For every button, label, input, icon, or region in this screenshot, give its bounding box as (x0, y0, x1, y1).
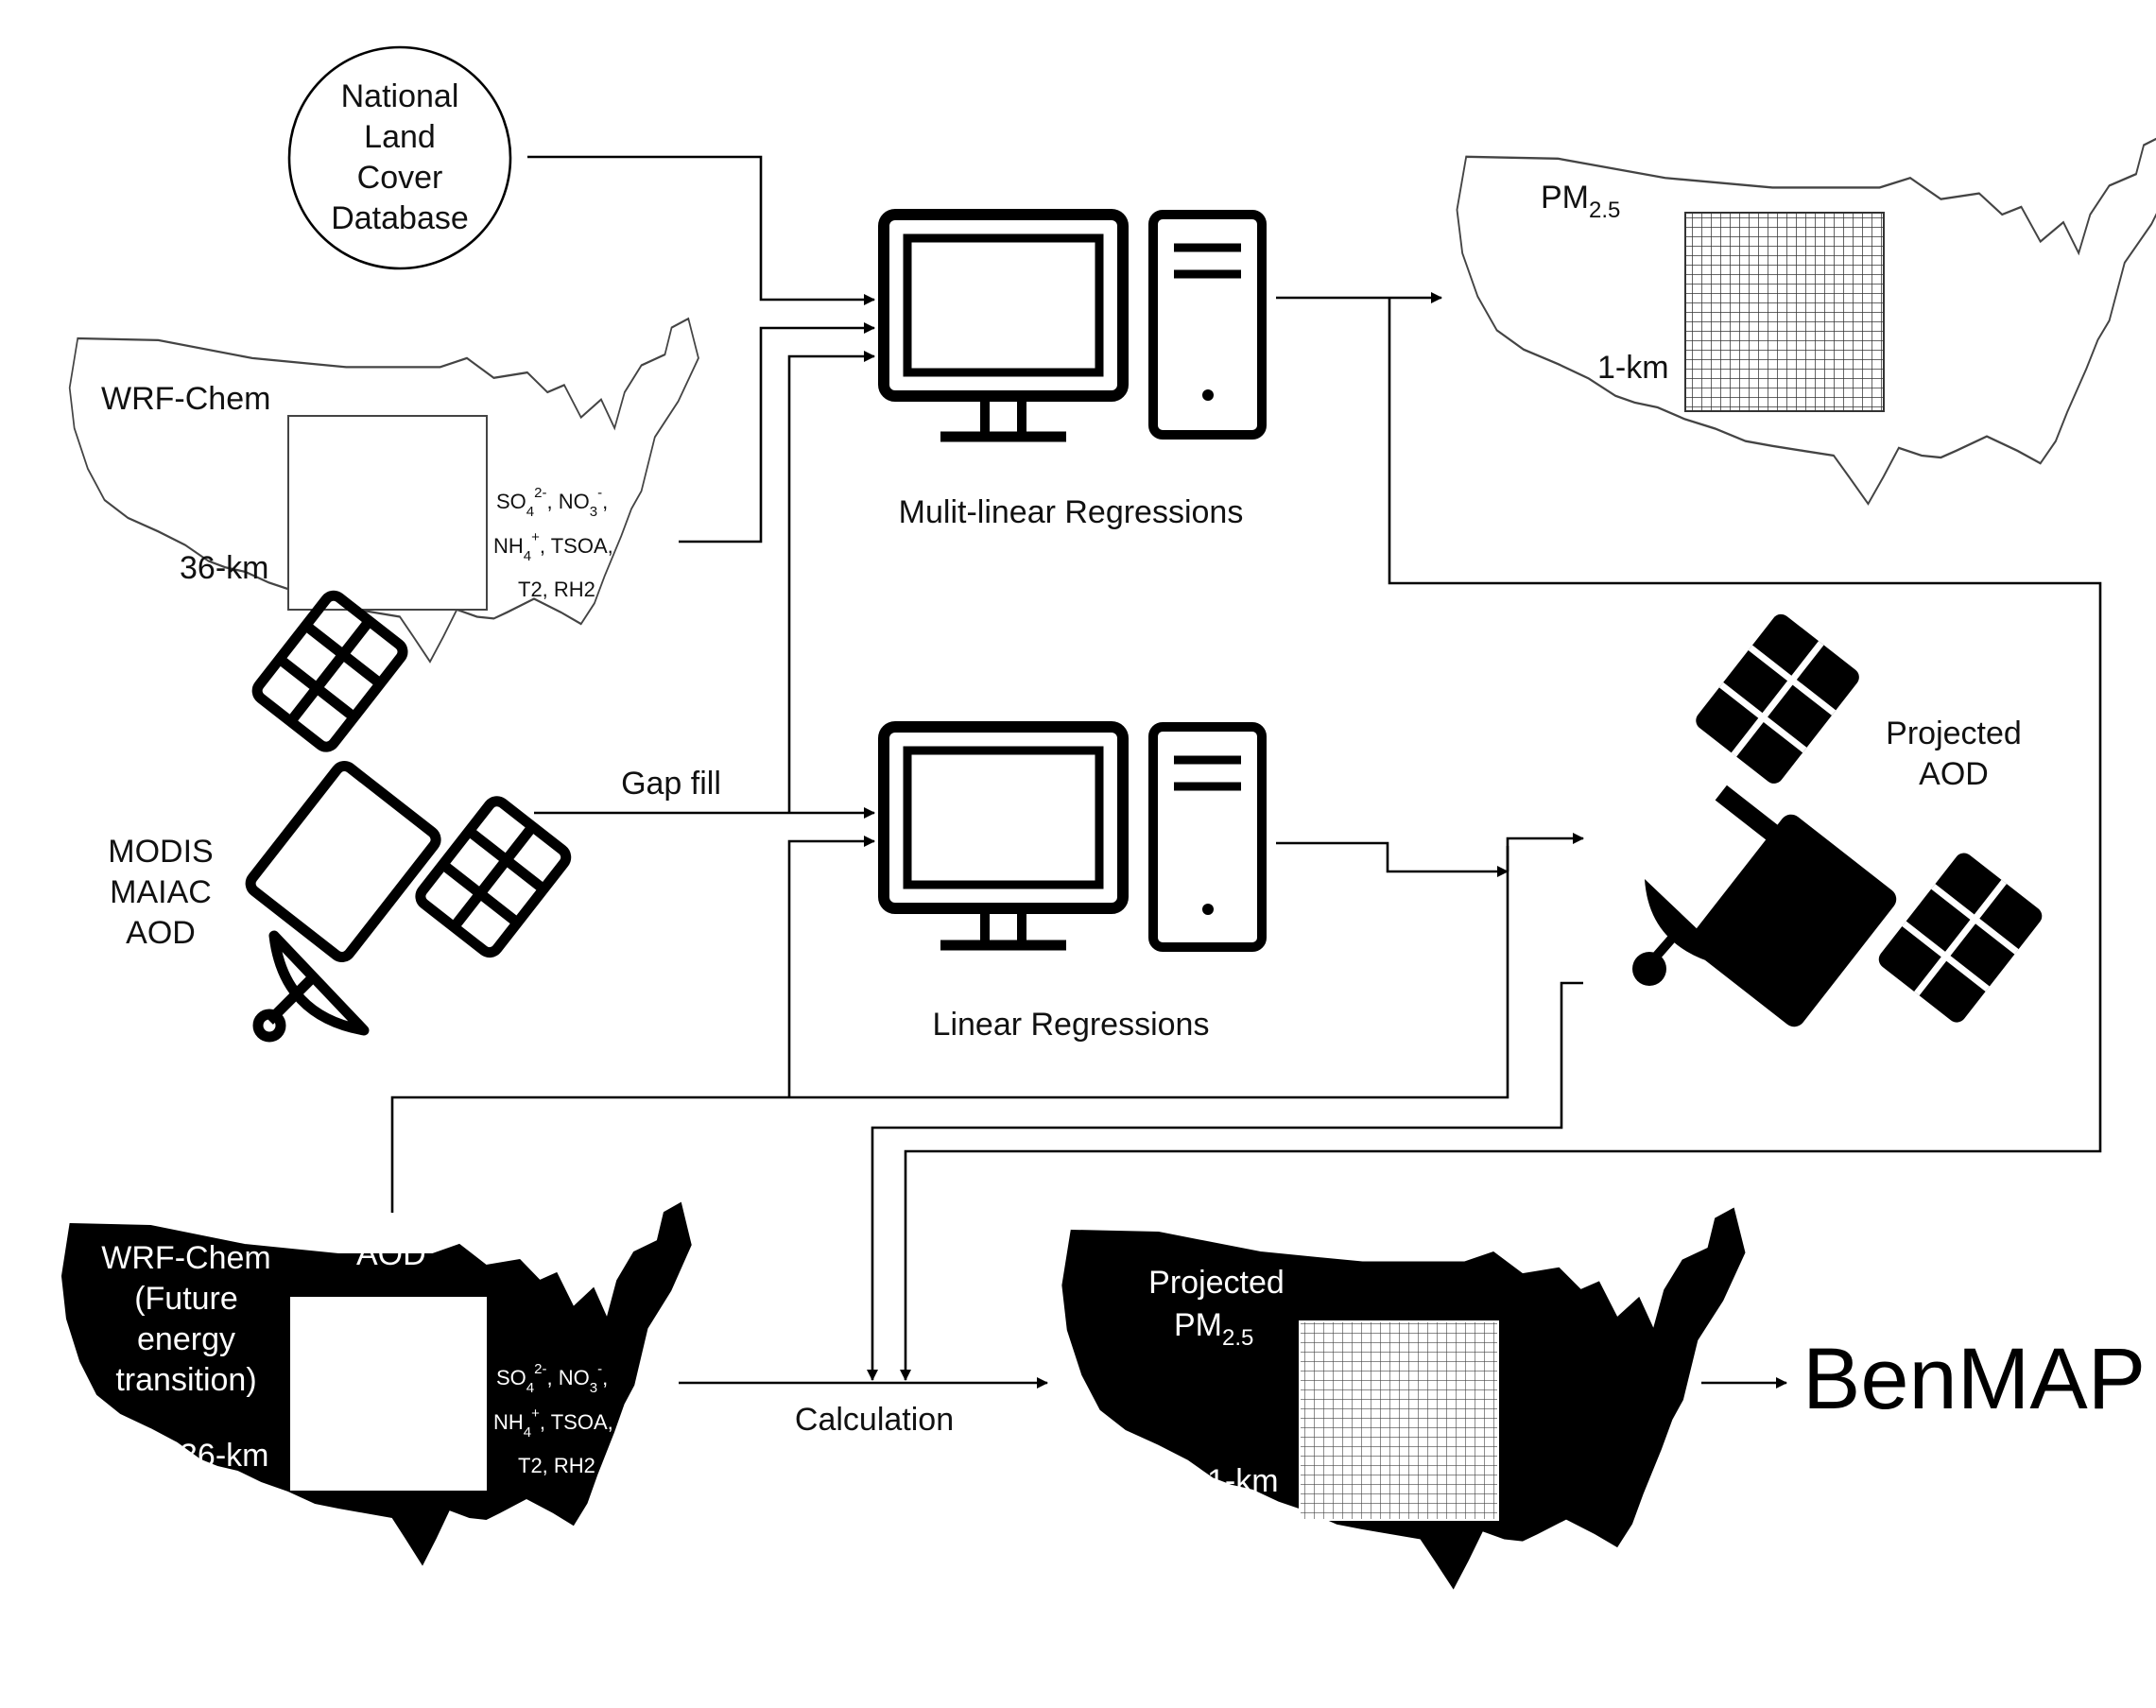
wrf-chem-future-map: WRF-Chem (Future energy transition) AOD … (60, 1202, 692, 1565)
projected-pm25-grid-1km (1299, 1320, 1499, 1521)
mlr-label: Mulit-linear Regressions (899, 494, 1244, 530)
arrow-lr-to-projected-aod (1276, 841, 1509, 877)
projected-aod-line2: AOD (1919, 756, 1989, 792)
modis-label: MODIS MAIAC AOD (108, 834, 213, 951)
projected-pm25-line1: Projected (1148, 1265, 1285, 1301)
wrf-future-line1: WRF-Chem (101, 1240, 270, 1276)
gap-fill-label: Gap fill (621, 766, 721, 802)
projected-aod-line1: Projected (1886, 716, 2022, 751)
pm25-label: PM2.5 (1541, 180, 1620, 223)
wrf-future-vars-line1: SO42-, NO3-, (496, 1361, 608, 1396)
nlcd-label-line3: Cover (357, 160, 443, 196)
wrf-future-domain-box (290, 1297, 487, 1491)
wrf-resolution: 36-km (180, 550, 268, 586)
wrf-future-line3: energy (137, 1321, 235, 1357)
wrf-future-resolution: 36-km (180, 1438, 268, 1474)
lr-label: Linear Regressions (933, 1007, 1210, 1043)
modis-label-line3: AOD (126, 915, 196, 951)
arrow-nlcd-to-mlr (527, 155, 875, 305)
pm25-grid-1km (1684, 212, 1885, 412)
arrow-projected-aod-to-calculation (867, 981, 1583, 1381)
arrow-future-to-lr (787, 836, 875, 1097)
projected-aod-satellite-icon (1632, 613, 2043, 1027)
projected-pm25-label: PM2.5 (1174, 1307, 1253, 1351)
nlcd-label-line2: Land (364, 119, 436, 155)
nlcd-circle (287, 45, 512, 270)
modis-label-line2: MAIAC (110, 874, 212, 910)
wrf-future-aod: AOD (356, 1236, 426, 1272)
nlcd-label-line4: Database (331, 200, 469, 236)
arrow-wrf-to-mlr (679, 322, 875, 543)
modis-satellite-icon (245, 590, 572, 1043)
lr-computer-icon (878, 721, 1267, 952)
wrf-title: WRF-Chem (101, 381, 270, 417)
projected-aod-label: Projected AOD (1886, 716, 2022, 792)
wrf-future-line4: transition) (115, 1362, 256, 1398)
wrf-vars-line2: NH4+, TSOA, (493, 529, 613, 564)
nlcd-label-line1: National (341, 78, 459, 114)
pm25-resolution: 1-km (1597, 350, 1669, 386)
wrf-chem-current-map: WRF-Chem 36-km SO42-, NO3-, NH4+, TSOA, … (68, 317, 700, 664)
arrow-to-projected-aod (1506, 833, 1584, 871)
arrow-modis-to-mlr (787, 351, 875, 813)
projected-pm25-resolution: 1-km (1207, 1463, 1279, 1499)
wrf-domain-box (287, 415, 488, 611)
wrf-future-line2: (Future (134, 1281, 238, 1317)
wrf-future-vars-line3: T2, RH2 (518, 1454, 595, 1477)
wrf-vars-line3: T2, RH2 (518, 578, 595, 601)
wrf-vars-line1: SO42-, NO3-, (496, 485, 608, 520)
modis-label-line1: MODIS (108, 834, 213, 870)
arrow-pm25-to-calculation (900, 298, 2102, 1381)
mlr-computer-icon (878, 209, 1267, 442)
wrf-future-vars-line2: NH4+, TSOA, (493, 1406, 613, 1441)
nlcd-node: National Land Cover Database (287, 45, 512, 270)
flow-connectors (390, 155, 2102, 1389)
benmap-label: BenMAP (1802, 1331, 2146, 1427)
line-future-aod-up (390, 846, 1509, 1213)
projected-pm25-map: Projected PM2.5 1-km (1061, 1207, 1746, 1590)
calculation-label: Calculation (795, 1402, 954, 1438)
pm25-output-map: PM2.5 1-km (1456, 134, 2156, 506)
